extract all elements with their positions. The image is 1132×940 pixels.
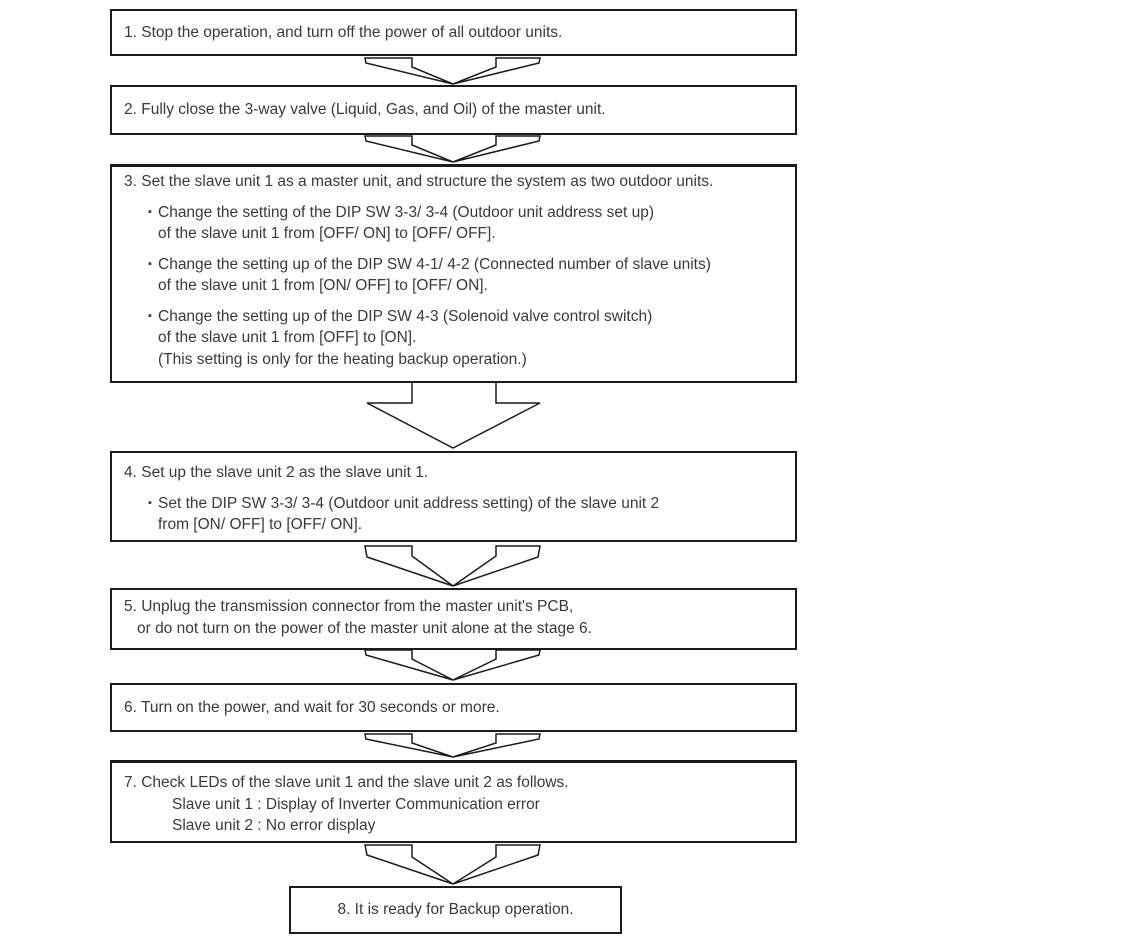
step-3-bullet-3-line-3: (This setting is only for the heating ba… — [158, 350, 527, 368]
flow-arrow-5-6 — [364, 649, 541, 681]
step-4-title: 4. Set up the slave unit 2 as the slave … — [124, 464, 429, 481]
flow-arrow-1-2 — [364, 57, 541, 85]
step-3-bullet-1-line-1: Change the setting of the DIP SW 3-3/ 3-… — [158, 203, 654, 221]
step-3-bullet-2-line-1: Change the setting up of the DIP SW 4-1/… — [158, 255, 711, 273]
flow-arrow-3-4 — [366, 381, 541, 449]
step-3-bullet-3: ▪ Change the setting up of the DIP SW 4-… — [148, 306, 787, 371]
step-5-line-2: or do not turn on the power of the maste… — [137, 619, 592, 637]
step-7-line-2: Slave unit 1 : Display of Inverter Commu… — [172, 795, 540, 813]
step-5-line-1: 5. Unplug the transmission connector fro… — [124, 598, 574, 615]
step-2-text: 2. Fully close the 3-way valve (Liquid, … — [124, 101, 606, 119]
step-3-title: 3. Set the slave unit 1 as a master unit… — [124, 173, 714, 190]
step-3-bullet-3-line-2: of the slave unit 1 from [OFF] to [ON]. — [158, 329, 417, 346]
step-6-box: 6. Turn on the power, and wait for 30 se… — [110, 683, 797, 732]
step-3-bullet-3-line-1: Change the setting up of the DIP SW 4-3 … — [158, 307, 653, 325]
step-4-bullet-1-line-2: from [ON/ OFF] to [OFF/ ON]. — [158, 516, 363, 533]
bullet-marker-icon: ▪ — [148, 257, 152, 270]
bullet-marker-icon: ▪ — [148, 205, 152, 218]
step-6-text: 6. Turn on the power, and wait for 30 se… — [124, 698, 500, 716]
flow-arrow-6-7 — [364, 733, 541, 758]
step-3-box: 3. Set the slave unit 1 as a master unit… — [110, 164, 797, 383]
flow-arrow-2-3 — [364, 135, 541, 163]
step-8-text: 8. It is ready for Backup operation. — [337, 901, 574, 919]
bullet-marker-icon: ▪ — [148, 496, 152, 509]
step-3-bullet-1-line-2: of the slave unit 1 from [OFF/ ON] to [O… — [158, 225, 496, 242]
step-7-line-1: 7. Check LEDs of the slave unit 1 and th… — [124, 774, 569, 791]
step-7-line-3: Slave unit 2 : No error display — [172, 817, 376, 834]
step-4-box: 4. Set up the slave unit 2 as the slave … — [110, 451, 797, 542]
bullet-marker-icon: ▪ — [148, 309, 152, 322]
step-1-text: 1. Stop the operation, and turn off the … — [124, 23, 563, 41]
step-7-box: 7. Check LEDs of the slave unit 1 and th… — [110, 760, 797, 843]
step-4-bullet-1: ▪ Set the DIP SW 3-3/ 3-4 (Outdoor unit … — [148, 493, 787, 536]
step-4-bullet-1-line-1: Set the DIP SW 3-3/ 3-4 (Outdoor unit ad… — [158, 494, 660, 512]
step-3-bullet-2-line-2: of the slave unit 1 from [ON/ OFF] to [O… — [158, 277, 488, 294]
flow-arrow-4-5 — [364, 545, 541, 587]
step-5-box: 5. Unplug the transmission connector fro… — [110, 588, 797, 650]
step-3-bullet-2: ▪ Change the setting up of the DIP SW 4-… — [148, 254, 787, 297]
step-3-bullet-1: ▪ Change the setting of the DIP SW 3-3/ … — [148, 202, 787, 245]
flow-arrow-7-8 — [364, 844, 541, 885]
step-1-box: 1. Stop the operation, and turn off the … — [110, 9, 797, 56]
step-2-box: 2. Fully close the 3-way valve (Liquid, … — [110, 85, 797, 135]
step-8-box: 8. It is ready for Backup operation. — [289, 886, 622, 934]
